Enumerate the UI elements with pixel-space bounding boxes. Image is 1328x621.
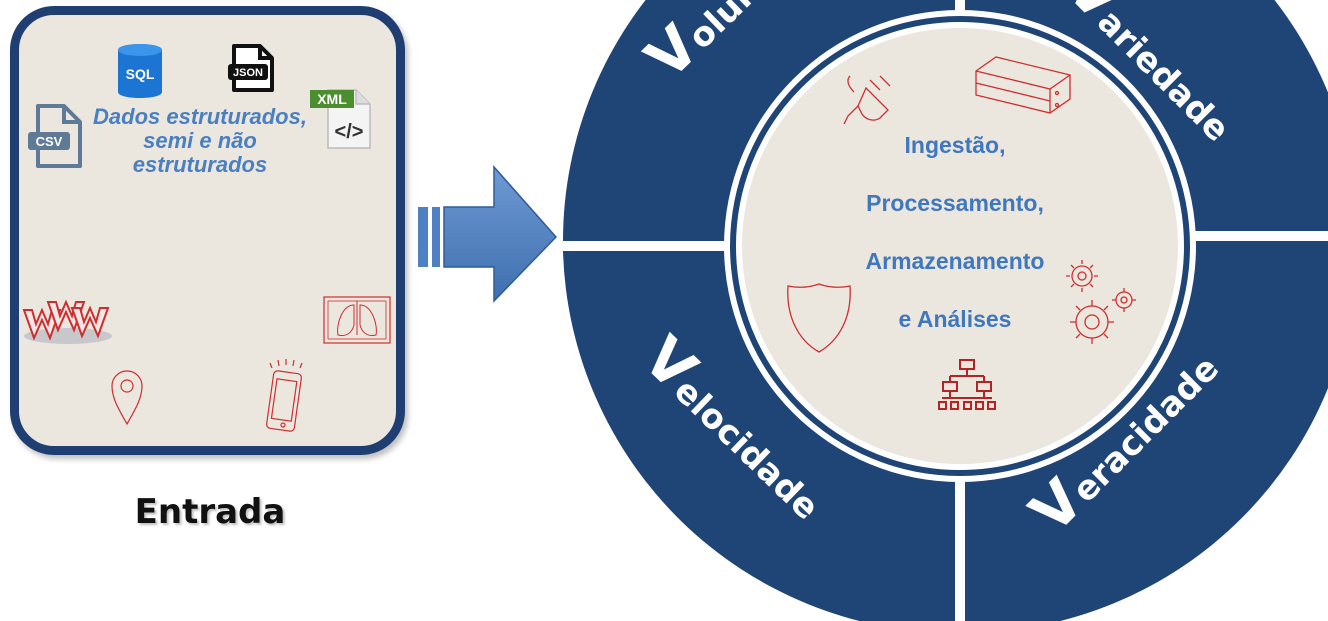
json-file-icon: JSON xyxy=(228,44,274,92)
center-line: e Análises xyxy=(898,306,1012,332)
sql-database-icon: SQL xyxy=(118,44,162,98)
input-caption-line: semi e não xyxy=(143,128,257,153)
input-caption-line: estruturados xyxy=(132,152,268,177)
wheel-center xyxy=(736,22,1184,470)
flow-arrow xyxy=(418,165,558,303)
csv-file-icon: CSV xyxy=(28,104,82,168)
server-storage-icon xyxy=(975,56,1071,114)
xml-file-icon: XML </> xyxy=(310,89,371,149)
center-text: Ingestão, Processamento, Armazenamento e… xyxy=(810,128,1100,360)
hierarchy-network-icon xyxy=(938,359,996,410)
xml-code-symbol: </> xyxy=(335,121,364,143)
xray-image-icon xyxy=(323,296,391,344)
www-icon xyxy=(22,299,112,344)
input-label: Entrada xyxy=(134,492,286,532)
xml-icon-label: XML xyxy=(317,91,347,107)
center-line: Armazenamento xyxy=(865,248,1045,274)
smartphone-icon xyxy=(266,359,303,432)
location-pin-icon xyxy=(111,370,143,426)
sql-icon-label: SQL xyxy=(126,66,155,82)
shield-icon xyxy=(787,283,851,353)
plug-icon xyxy=(843,75,891,125)
json-icon-label: JSON xyxy=(233,67,263,79)
input-panel xyxy=(10,6,405,455)
center-line: Processamento, xyxy=(866,190,1044,216)
center-line: Ingestão, xyxy=(904,132,1006,158)
gears-icon xyxy=(1066,260,1136,344)
csv-icon-label: CSV xyxy=(36,134,63,149)
input-caption-line: Dados estruturados, xyxy=(93,104,307,129)
input-caption: Dados estruturados, semi e não estrutura… xyxy=(55,105,345,177)
